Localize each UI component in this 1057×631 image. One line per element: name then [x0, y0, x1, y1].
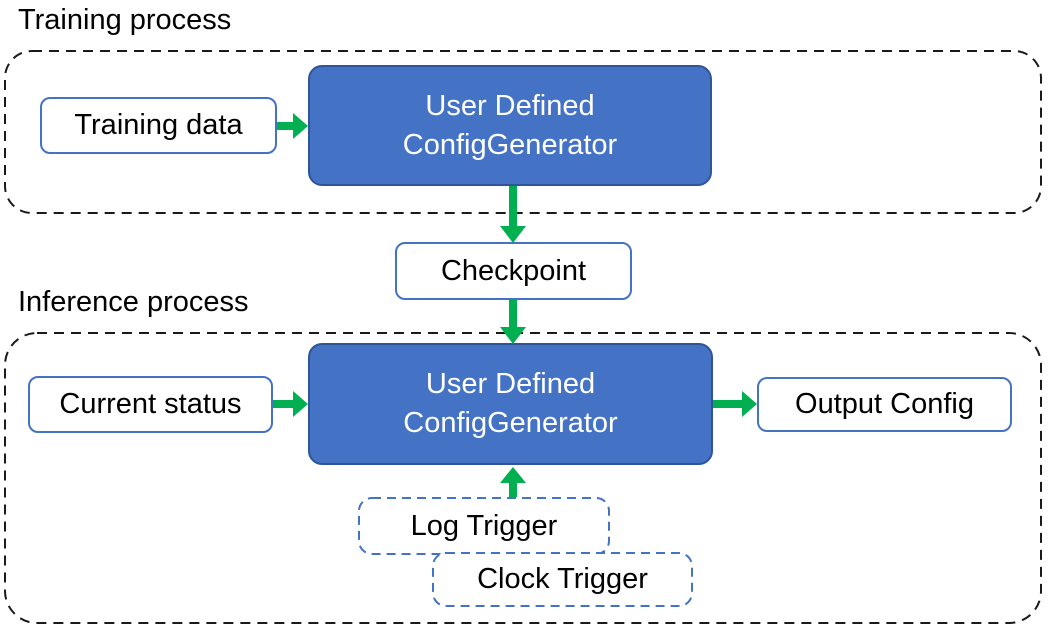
inference-config-generator-box: User Defined ConfigGenerator: [308, 343, 713, 465]
arrow-triggers-to-generator-icon: [500, 467, 526, 497]
training-data-box: Training data: [40, 97, 277, 154]
training-generator-label-line2: ConfigGenerator: [402, 128, 618, 161]
arrow-head: [500, 467, 526, 483]
arrow-head: [500, 327, 526, 344]
arrow-shaft: [509, 300, 517, 329]
clock-trigger-label: Clock Trigger: [477, 563, 648, 595]
checkpoint-label: Checkpoint: [440, 254, 587, 287]
output-config-label: Output Config: [795, 388, 974, 420]
output-config-box: Output Config: [757, 377, 1012, 432]
training-data-label: Training data: [74, 109, 243, 141]
arrow-generator-to-output-icon: [713, 391, 757, 417]
arrow-head: [293, 391, 308, 417]
training-process-container: [4, 50, 1042, 214]
inference-generator-label-line1: User Defined: [425, 368, 596, 400]
training-config-generator-box: User Defined ConfigGenerator: [308, 65, 712, 186]
arrow-shaft: [277, 122, 296, 130]
arrow-training-data-to-generator-icon: [277, 113, 308, 139]
arrow-current-status-to-generator-icon: [273, 391, 308, 417]
arrow-head: [500, 226, 526, 243]
arrow-shaft: [273, 400, 296, 408]
arrow-checkpoint-to-inference-generator-icon: [500, 300, 526, 344]
arrow-generator-to-checkpoint-icon: [500, 186, 526, 243]
arrow-head: [742, 391, 757, 417]
checkpoint-box: Checkpoint: [395, 242, 632, 300]
arrow-shaft: [713, 400, 743, 408]
arrow-shaft: [509, 186, 517, 228]
current-status-box: Current status: [28, 376, 273, 433]
inference-process-label: Inference process: [18, 286, 249, 318]
arrow-shaft: [509, 480, 517, 497]
training-process-label: Training process: [18, 4, 232, 36]
current-status-label: Current status: [59, 388, 242, 420]
clock-trigger-border: [432, 552, 693, 607]
log-trigger-box: Log Trigger: [358, 497, 610, 555]
log-trigger-label: Log Trigger: [410, 509, 558, 542]
inference-generator-label-line2: ConfigGenerator: [403, 407, 618, 439]
arrow-head: [293, 113, 308, 139]
clock-trigger-box: Clock Trigger: [432, 552, 693, 607]
training-generator-label-line1: User Defined: [425, 89, 595, 122]
